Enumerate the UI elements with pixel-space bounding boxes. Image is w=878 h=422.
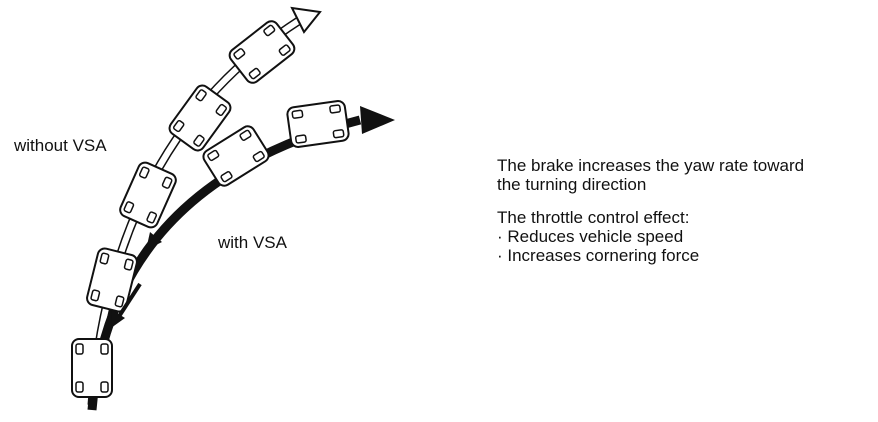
arrowhead-with-vsa — [360, 106, 395, 134]
label-with-vsa: with VSA — [218, 233, 287, 252]
throttle-item-cornering: · Increases cornering force — [497, 246, 700, 265]
brake-force-arrow-1 — [146, 203, 190, 250]
throttle-note: The throttle control effect: · Reduces v… — [497, 208, 804, 265]
car-with-1 — [202, 125, 270, 187]
car-3 — [119, 161, 177, 229]
brake-note-line-1: The brake increases the yaw rate toward — [497, 156, 805, 175]
label-without-vsa: without VSA — [14, 136, 107, 155]
brake-note-line-2: the turning direction — [497, 175, 647, 194]
car-without-2 — [228, 20, 296, 84]
car-start — [71, 338, 113, 398]
explanation-notes: The brake increases the yaw rate toward … — [497, 156, 804, 279]
car-without-1 — [168, 84, 232, 152]
throttle-heading: The throttle control effect: — [497, 208, 690, 227]
car-with-2 — [286, 100, 350, 148]
throttle-item-speed: · Reduces vehicle speed — [497, 227, 684, 246]
car-2 — [86, 247, 138, 313]
brake-force-arrow-2 — [111, 282, 142, 328]
brake-note: The brake increases the yaw rate toward … — [497, 156, 804, 194]
arrowhead-without-vsa — [290, 6, 322, 34]
